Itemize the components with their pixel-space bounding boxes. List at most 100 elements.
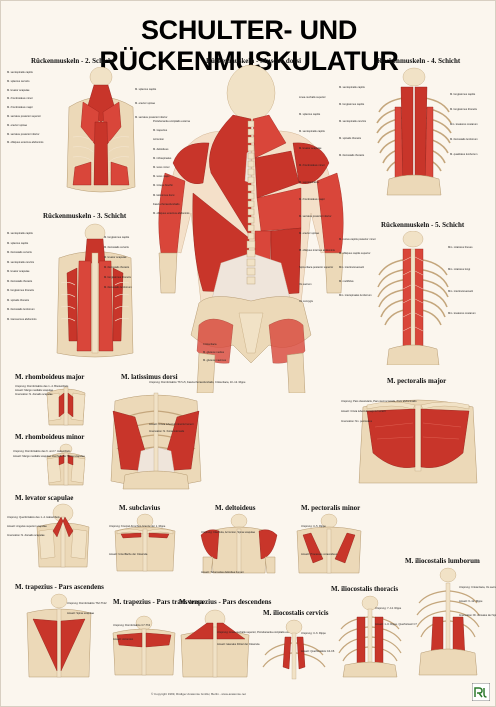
- section-heading-trap-desc: M. trapezius - Pars descendens: [179, 598, 272, 606]
- label: Ansatz: Tuberositas deltoidea humeri: [201, 571, 244, 574]
- section-heading-pect-minor: M. pectoralis minor: [301, 504, 361, 512]
- figure-trap-asc: [23, 593, 95, 679]
- label: Innervation: Rr. dorsales der Spinalnerv…: [459, 614, 496, 617]
- labels-layer5-left: M. rectus capitis posterior minor M. obl…: [339, 233, 376, 303]
- label: M. erector spinae: [7, 123, 28, 127]
- labels-ilio-lumb: Ursprung: Crista iliaca, Os sacrum Ansat…: [459, 581, 496, 623]
- label: M. rectus capitis posterior minor: [339, 238, 376, 241]
- labels-layer4-left: M. semispinalis capitis M. longissimus c…: [339, 79, 366, 164]
- label: M. iliocostalis lumborum: [104, 286, 132, 289]
- labels-lev-scap: Ursprung: Querfortsätze des 1.-4. Halswi…: [7, 513, 60, 540]
- labels-deltoideus: Ursprung: Clavicula, Acromion, Spina sca…: [201, 513, 255, 593]
- label: Innervation: N. thoracodorsalis: [149, 430, 185, 433]
- figure-subclavius: [109, 513, 181, 573]
- label: M. erector spinae: [299, 232, 320, 235]
- labels-trap-asc: Ursprung: Dornfortsätze Th2-Th12 Ansatz:…: [67, 599, 107, 619]
- label: M. serratus posterior inferior: [299, 215, 332, 218]
- label: Acromion: [153, 138, 164, 142]
- label: M. semispinalis capitis: [339, 86, 365, 89]
- copyright-footer: © Copyright 1999, Rüdiger Anatomie GmbH,…: [151, 692, 246, 696]
- label: Ursprung: Knorpel-Knochen-Grenze der 1. …: [109, 525, 166, 528]
- section-heading-rhomb-major: M. rhomboideus major: [15, 373, 85, 381]
- figure-lat-dorsi: [101, 381, 211, 491]
- label: Ansatz: Unterfläche der Clavicula: [109, 553, 148, 556]
- label: Os coccygis: [299, 300, 313, 303]
- label: M. semispinalis capitis: [7, 71, 33, 74]
- label: Ansatz: 6.-12. Rippe: [459, 600, 483, 603]
- figure-pect-minor: [289, 513, 369, 575]
- label: M. teres minor: [153, 166, 170, 170]
- label: M. semispinalis capitis: [299, 130, 325, 133]
- figure-trap-transv: [109, 615, 179, 677]
- label: Ursprung: Dornfortsätze des 1.-4. Brustw…: [15, 385, 69, 388]
- label: M. iliocostalis thoracis: [104, 266, 130, 269]
- label: M. splenius cervicis: [7, 79, 30, 83]
- label: Protuberantia occipitalis externa: [153, 120, 190, 123]
- label: Mm. rotatores longi: [448, 268, 471, 271]
- label: Mm. rotatores breves: [448, 246, 473, 249]
- label: Mm. intertransversarii: [339, 266, 364, 269]
- labels-dorsi-right: Linea nuchalis superior M. splenius capi…: [299, 89, 335, 310]
- section-heading-layer5: Rückenmuskeln - 5. Schicht: [381, 221, 465, 229]
- labels-layer5-right: Mm. rotatores breves Mm. rotatores longi…: [448, 237, 476, 325]
- figure-dorsi: [151, 63, 351, 393]
- labels-trap-desc: Ursprung: Linea nuchalis superior, Protu…: [217, 627, 294, 651]
- label: Ursprung: Crista iliaca, Os sacrum: [459, 586, 496, 589]
- labels-rhomb-minor: Ursprung: Dornfortsätze des 6. und 7. Ha…: [13, 449, 85, 459]
- figure-rhomb-minor: [43, 443, 89, 487]
- label: M. longissimus thoracis: [450, 108, 477, 111]
- label: Ansatz: Crista tuberculi majoris humeri: [341, 410, 386, 413]
- label: M. obliquus internus abdominis: [299, 249, 335, 252]
- label: M. obliquus capitis superior: [339, 252, 371, 255]
- label: Ursprung: 7.-12. Rippe: [375, 607, 402, 610]
- label: Mm. levatores costarum: [448, 312, 476, 315]
- figure-pect-major: [353, 387, 483, 487]
- label: Ursprung: 3.-5. Rippe: [301, 525, 326, 528]
- labels-rhomb-major: Ursprung: Dornfortsätze des 1.-4. Brustw…: [15, 385, 68, 397]
- labels-layer3-right: M. longissimus capitis M. iliocostalis c…: [104, 233, 132, 293]
- label: Ansatz: Processus coracoideus: [301, 553, 338, 556]
- label: Os sacrum: [299, 283, 312, 286]
- label: Innervation: Nn. pectorales: [341, 420, 372, 423]
- label: M. levator scapulae: [7, 270, 30, 273]
- section-heading-lat-dorsi: M. latissimus dorsi: [121, 373, 178, 381]
- label: Ansatz: Spina scapulae: [67, 612, 95, 615]
- label: M. supraspinatus: [299, 181, 319, 184]
- labels-dorsi-left: Protuberantia occipitalis externa M. tra…: [153, 117, 190, 218]
- label: M. obliquus externus abdominis: [153, 212, 190, 216]
- label: M. serratus posterior inferior: [7, 132, 40, 136]
- label: M. quadratus lumborum: [450, 153, 478, 156]
- label: M. levator scapulae: [104, 256, 127, 259]
- figure-ilio-cerv: [259, 619, 329, 681]
- label: M. serratus posterior superior: [7, 114, 41, 118]
- figure-layer2: [61, 67, 141, 197]
- label: M. rhomboideus minor: [7, 97, 33, 101]
- section-heading-lev-scap: M. levator scapulae: [15, 494, 74, 502]
- label: M. spinalis thoracis: [339, 137, 362, 140]
- label: M. transversus abdominis: [7, 317, 37, 321]
- label: Ansatz: Crista tuberculi minoris humeri: [149, 423, 194, 426]
- label: Fascia thoracolumbalis: [153, 202, 180, 206]
- label: Ursprung: Dornfortsätze C7-Th3: [113, 624, 151, 627]
- section-heading-subclavius: M. subclavius: [119, 504, 161, 512]
- publisher-logo: [472, 683, 490, 701]
- label: M. splenius capitis: [135, 88, 157, 91]
- section-heading-dorsi: Rückenmuskeln - Musculi dorsi: [206, 57, 302, 65]
- section-heading-layer2: Rückenmuskeln - 2. Schicht: [31, 57, 115, 65]
- label: M. infraspinatus: [153, 156, 172, 160]
- label: M. trapezius: [153, 129, 168, 133]
- labels-lat-dorsi: Ansatz: Crista tuberculi minoris humeri …: [149, 421, 193, 435]
- label: Ursprung: 3.-6. Rippe: [301, 632, 326, 635]
- label: M. semispinalis capitis: [7, 232, 33, 235]
- label: Mm. intertransversarii: [448, 290, 473, 293]
- label: Ursprung: Linea nuchalis superior, Protu…: [217, 631, 294, 634]
- label: M. longissimus capitis: [339, 103, 365, 106]
- label: M. iliocostalis lumborum: [7, 308, 35, 311]
- label: M. multifidus: [339, 280, 354, 283]
- label: Ursprung: Dornfortsätze Th7-L5, Fascia t…: [149, 381, 246, 384]
- label: M. levator scapulae: [7, 88, 30, 92]
- label: M. longissimus capitis: [104, 236, 130, 239]
- label: M. rhomboideus minor: [299, 164, 325, 167]
- label: M. semispinalis cervicis: [339, 120, 367, 123]
- section-heading-deltoideus: M. deltoideus: [215, 504, 256, 512]
